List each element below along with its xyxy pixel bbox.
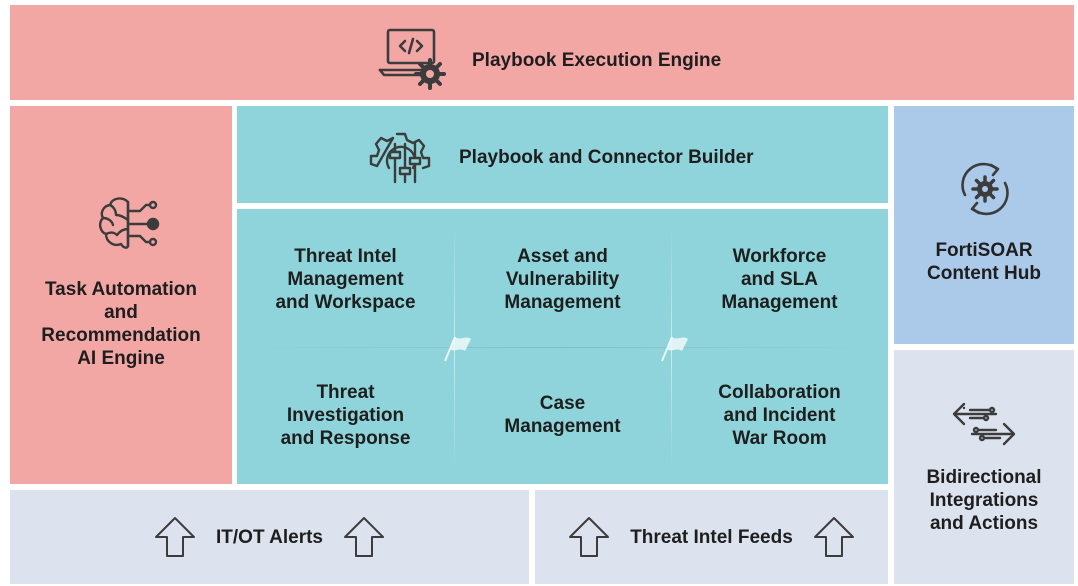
module-case-management: Case Management <box>504 393 621 437</box>
module-threat-investigation-response: Threat Investigation and Response <box>280 381 411 449</box>
it-ot-alerts-label: IT/OT Alerts <box>216 526 323 548</box>
up-arrow-icon <box>813 516 855 558</box>
up-arrow-icon <box>154 516 196 558</box>
bidirectional-integrations-label: Bidirectional Integrations and Actions <box>926 467 1042 534</box>
content-hub-block: FortiSOAR Content Hub <box>894 106 1074 344</box>
module-asset-vulnerability-management: Asset and Vulnerability Management <box>504 245 621 313</box>
ai-brain-icon <box>98 196 160 252</box>
bidirectional-arrows-icon <box>950 400 1018 448</box>
module-workforce-sla-management: Workforce and SLA Management <box>721 245 838 313</box>
task-automation-block: Task Automation and Recommendation AI En… <box>10 106 232 484</box>
playbook-connector-builder-block: Playbook and Connector Builder <box>237 106 888 203</box>
playbook-execution-engine-block: Playbook Execution Engine <box>10 5 1074 100</box>
up-arrow-icon <box>568 516 610 558</box>
threat-intel-feeds-label: Threat Intel Feeds <box>630 526 793 548</box>
grid-divider <box>253 347 872 348</box>
threat-intel-feeds-block: Threat Intel Feeds <box>535 490 888 584</box>
playbook-connector-builder-label: Playbook and Connector Builder <box>459 147 754 168</box>
module-grid: Threat Intel Management and Workspace As… <box>237 209 888 484</box>
module-threat-intel-management: Threat Intel Management and Workspace <box>275 245 416 313</box>
module-collaboration-war-room: Collaboration and Incident War Room <box>718 381 841 449</box>
gear-sliders-icon <box>369 130 433 186</box>
laptop-code-gear-icon <box>378 28 448 90</box>
flag-icon <box>656 333 690 368</box>
up-arrow-icon <box>343 516 385 558</box>
it-ot-alerts-block: IT/OT Alerts <box>10 490 529 584</box>
flag-icon <box>439 333 473 368</box>
refresh-gear-icon <box>957 161 1013 217</box>
bidirectional-integrations-block: Bidirectional Integrations and Actions <box>894 350 1074 584</box>
content-hub-label: FortiSOAR Content Hub <box>927 240 1041 284</box>
task-automation-label: Task Automation and Recommendation AI En… <box>41 279 201 369</box>
playbook-execution-engine-label: Playbook Execution Engine <box>472 50 722 71</box>
